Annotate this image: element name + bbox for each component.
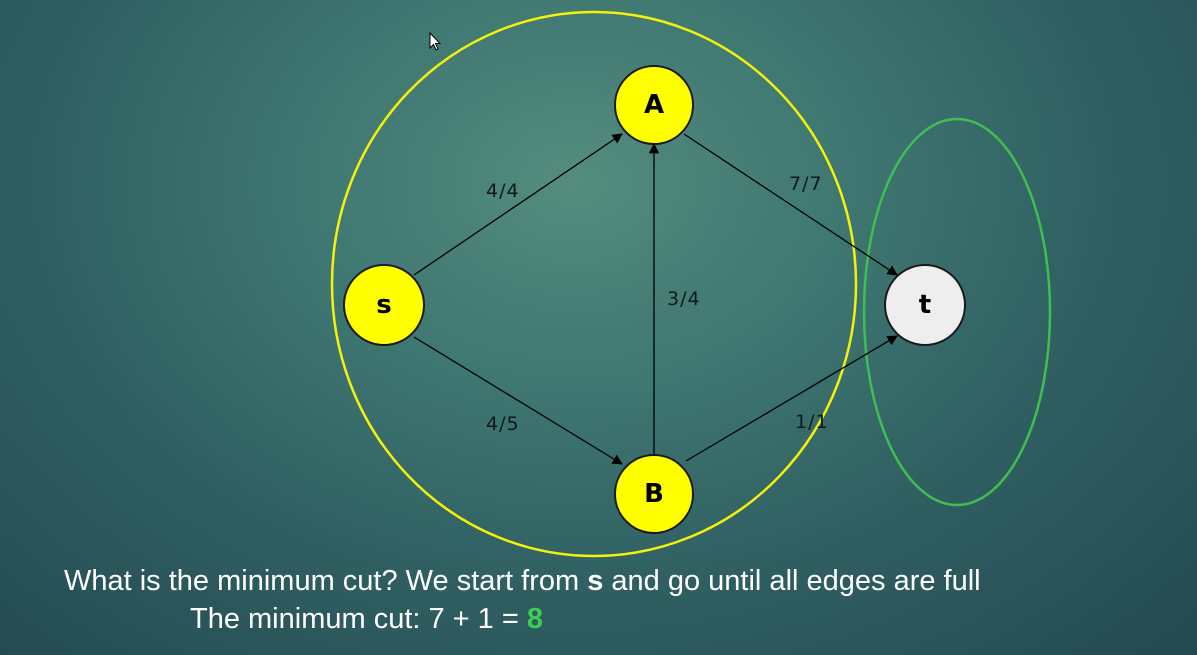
node-label-s: s xyxy=(376,290,391,320)
sink-side-cut-ellipse xyxy=(862,117,1052,507)
min-cut-result: 8 xyxy=(526,603,544,635)
edge-s-b xyxy=(413,336,623,465)
caption-line-question: What is the minimum cut? We start from s… xyxy=(64,565,981,598)
caption-line2-before: The minimum cut: 7 + 1 = xyxy=(190,603,519,635)
caption-line-answer: The minimum cut: 7 + 1 = 8 xyxy=(190,603,543,636)
edge-a-t xyxy=(683,133,898,276)
node-s: s xyxy=(343,264,425,346)
node-t: t xyxy=(884,264,966,346)
edge-s-a xyxy=(413,133,623,276)
edge-label-s-b: 4/5 xyxy=(486,413,520,435)
caption-line1-after: and go until all edges are full xyxy=(611,565,981,597)
edge-b-t xyxy=(685,335,898,462)
mouse-pointer-icon xyxy=(429,31,442,51)
caption-source-node: s xyxy=(587,565,604,597)
edge-label-a-t: 7/7 xyxy=(789,173,823,195)
node-label-t: t xyxy=(919,290,931,320)
edge-label-s-a: 4/4 xyxy=(486,180,520,202)
node-b: B xyxy=(614,454,694,534)
edge-label-b-a: 3/4 xyxy=(667,288,701,310)
caption-line1-before: What is the minimum cut? We start from xyxy=(64,565,580,597)
source-side-cut-circle xyxy=(330,10,858,558)
edge-label-b-t: 1/1 xyxy=(795,411,829,433)
node-label-b: B xyxy=(644,479,664,509)
node-label-a: A xyxy=(644,90,664,120)
node-a: A xyxy=(614,65,694,145)
